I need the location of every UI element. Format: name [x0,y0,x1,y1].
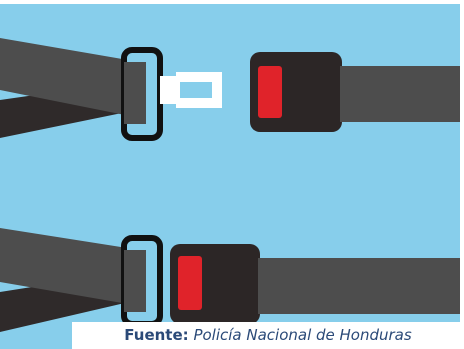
buckle-strap-bottom [258,258,460,314]
scene-fastened [0,228,460,332]
release-button-bottom [178,256,202,310]
caption-label: Fuente: [124,326,189,344]
release-button-top [258,66,282,118]
shoulder-strap-bottom [0,228,140,306]
strap-through-loop-top [124,62,146,124]
buckle-strap-top [340,66,460,122]
strap-through-loop-bottom [124,250,146,312]
source-caption: Fuente: Policía Nacional de Honduras [72,322,464,349]
shoulder-strap-top [0,38,140,118]
caption-source: Policía Nacional de Honduras [193,326,412,344]
scene-unfastened [0,38,460,141]
tongue-slot [180,82,212,98]
